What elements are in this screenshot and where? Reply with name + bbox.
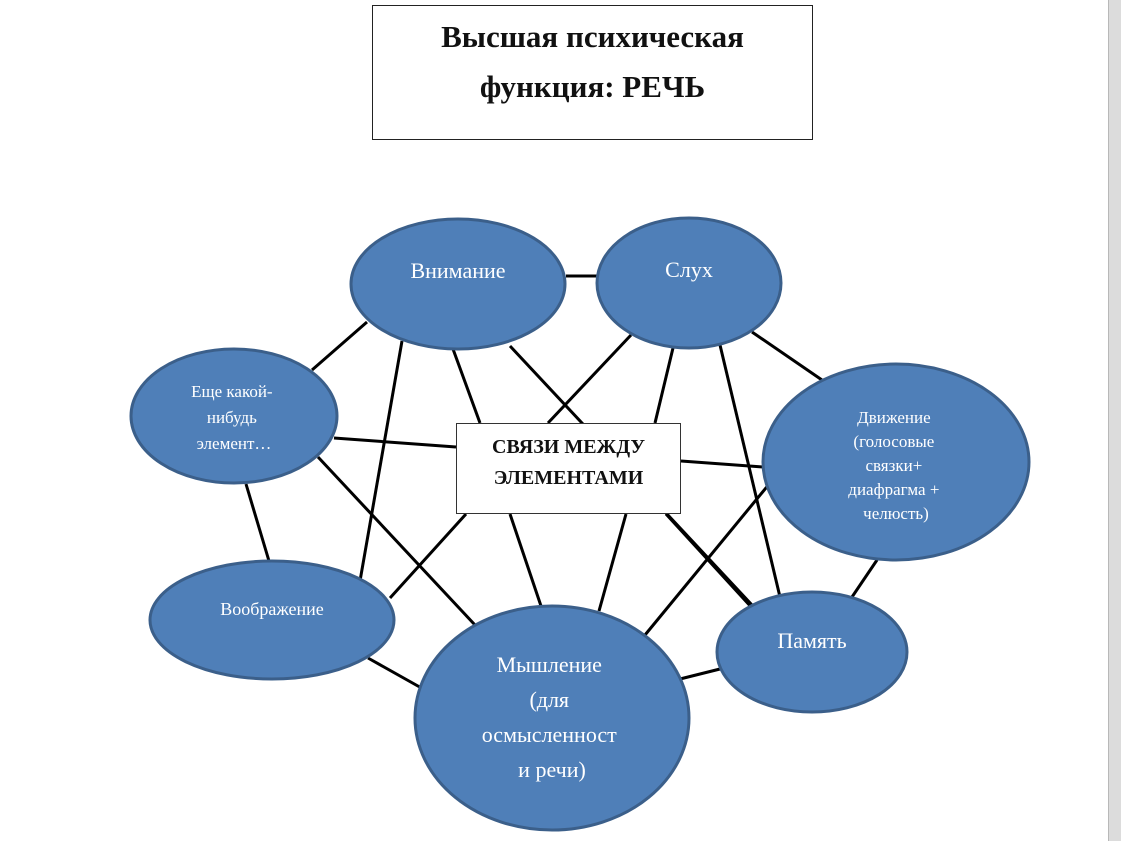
node-hearing-line: Слух [665, 257, 713, 282]
page-edge [1108, 0, 1121, 841]
edge-attention-other [311, 320, 368, 372]
node-movement: Движение (голосовые связки+ диафрагма + … [761, 362, 1031, 562]
edge-attention-imagination [358, 340, 404, 582]
edge-center-imagination [388, 512, 468, 600]
edge-other-center [333, 436, 457, 449]
node-imagination: Воображение [148, 559, 396, 681]
node-hearing-label: Слух [665, 257, 713, 282]
edge-center-thinking-left [508, 513, 543, 607]
node-other: Еще какой- нибудь элемент… [129, 347, 339, 485]
edge-hearing-center-left [546, 333, 633, 425]
edge-attention-center [451, 348, 482, 424]
node-thinking-line: и речи) [518, 757, 586, 782]
node-other-line: элемент… [197, 434, 272, 453]
edge-movement-memory [850, 559, 879, 598]
node-thinking-shape [413, 604, 691, 832]
node-hearing-shape [595, 216, 783, 350]
node-imagination-label: Воображение [220, 599, 324, 619]
node-other-shape [129, 347, 339, 485]
center-box: СВЯЗИ МЕЖДУ ЭЛЕМЕНТАМИ [456, 423, 681, 514]
connections [244, 274, 879, 692]
edge-hearing-movement [751, 330, 823, 382]
diagram-title: Высшая психическая функция: РЕЧЬ [441, 12, 744, 111]
node-memory-label: Память [777, 628, 846, 653]
node-thinking-label: Мышление (для осмысленност и речи) [482, 652, 623, 782]
edge-thinking-memory [679, 666, 725, 681]
node-movement-line: диафрагма + [848, 480, 939, 499]
node-movement-line: (голосовые [853, 432, 934, 451]
edge-center-thinking-right [597, 513, 628, 612]
node-other-line: Еще какой- [191, 382, 273, 401]
center-line-2: ЭЛЕМЕНТАМИ [493, 466, 644, 489]
edge-movement-thinking [643, 482, 772, 636]
node-other-label: Еще какой- нибудь элемент… [191, 382, 277, 453]
edge-hearing-center-right [653, 347, 675, 424]
edge-center-memory [664, 512, 755, 611]
edge-other-imagination [244, 483, 271, 562]
center-line-1: СВЯЗИ МЕЖДУ [491, 435, 646, 458]
edge-hearing-memory [718, 344, 782, 598]
node-attention-label: Внимание [410, 258, 505, 283]
center-label: СВЯЗИ МЕЖДУ ЭЛЕМЕНТАМИ [492, 432, 645, 494]
edge-center-movement [680, 459, 764, 469]
edge-imagination-thinking [367, 656, 426, 692]
node-memory-shape [715, 590, 909, 714]
nodes: Внимание Слух Еще какой- нибудь элемент… [129, 216, 1031, 832]
node-thinking-line: (для [529, 687, 569, 712]
edge-other-thinking [316, 455, 477, 627]
node-thinking-line: Мышление [497, 652, 602, 677]
title-box: Высшая психическая функция: РЕЧЬ [372, 5, 813, 140]
node-movement-line: Движение [857, 408, 931, 427]
node-movement-line: связки+ [865, 456, 922, 475]
title-line-1: Высшая психическая [441, 18, 744, 54]
node-other-line: нибудь [207, 408, 257, 427]
node-attention-line: Внимание [410, 258, 505, 283]
node-thinking: Мышление (для осмысленност и речи) [413, 604, 691, 832]
node-attention-shape [349, 217, 567, 351]
node-movement-shape [761, 362, 1031, 562]
node-attention: Внимание [349, 217, 567, 351]
node-memory: Память [715, 590, 909, 714]
title-line-2: функция: РЕЧЬ [479, 68, 706, 104]
node-imagination-shape [148, 559, 396, 681]
node-movement-line: челюсть) [863, 504, 929, 523]
node-movement-label: Движение (голосовые связки+ диафрагма + … [848, 408, 943, 523]
node-memory-line: Память [777, 628, 846, 653]
node-thinking-line: осмысленност [482, 722, 617, 747]
node-imagination-line: Воображение [220, 599, 324, 619]
node-hearing: Слух [595, 216, 783, 350]
